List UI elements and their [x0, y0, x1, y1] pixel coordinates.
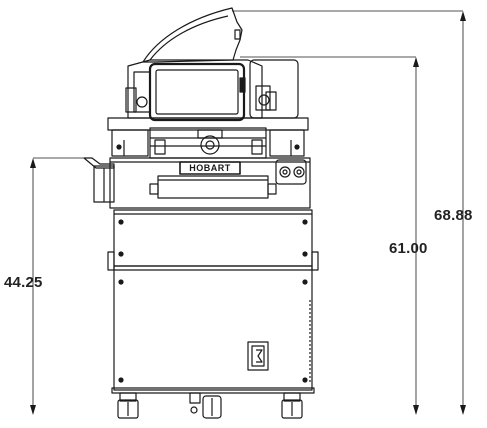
dimension-label-max-height: 68.88 — [434, 207, 473, 224]
carriage — [107, 117, 309, 159]
raised-lid — [142, 7, 243, 63]
dimension-label-machine-height: 61.00 — [389, 240, 428, 257]
control-knobs — [275, 159, 307, 185]
cabinet-base — [107, 209, 319, 394]
upper-housing — [125, 59, 299, 119]
side-tray — [83, 157, 115, 203]
dimension-line-mid — [240, 56, 419, 415]
dimension-line-left — [30, 157, 90, 415]
dimension-label-table-height: 44.25 — [4, 274, 43, 291]
casters — [117, 392, 303, 419]
dimension-line-right — [232, 10, 466, 415]
touch-screen — [148, 62, 246, 122]
door-latch — [247, 341, 269, 371]
brand-logo: HOBART — [189, 163, 231, 173]
